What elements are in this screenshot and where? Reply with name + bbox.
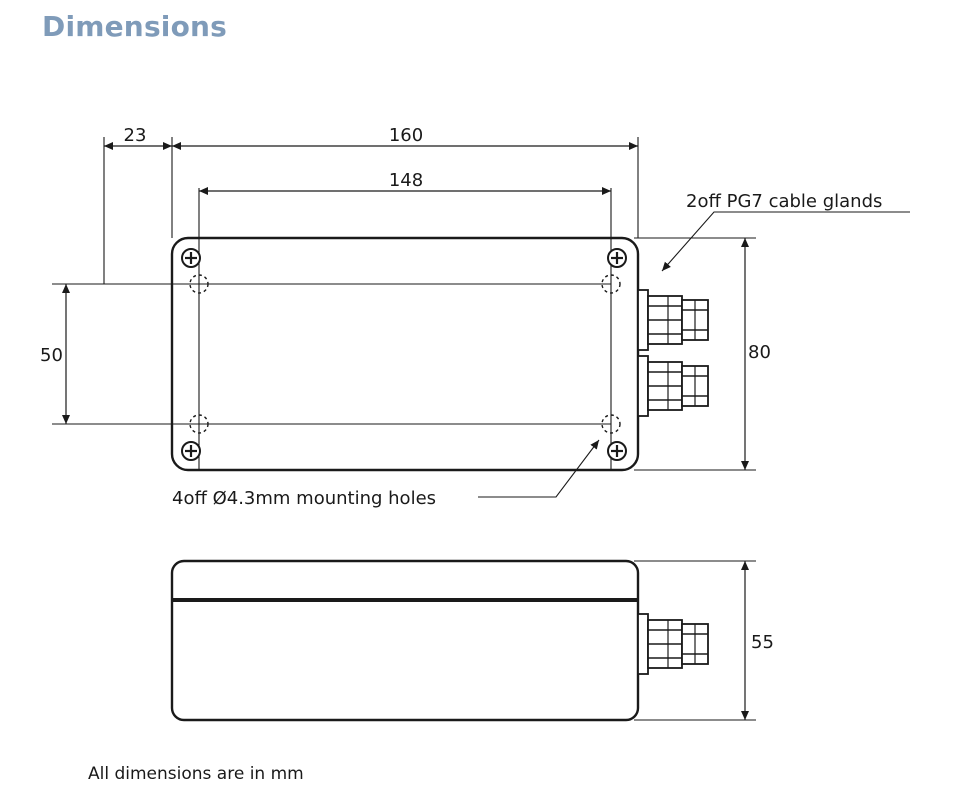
page-title: Dimensions	[42, 10, 228, 43]
cable-gland-side-icon	[637, 613, 709, 675]
units-footnote: All dimensions are in mm	[88, 764, 304, 784]
dim-label-80: 80	[748, 342, 771, 363]
enclosure-side-view	[170, 559, 640, 722]
hole-centre-lines	[52, 188, 612, 470]
dim-label-148: 148	[389, 170, 423, 191]
leader-cable-glands	[661, 211, 910, 272]
callout-mounting-holes: 4off Ø4.3mm mounting holes	[172, 488, 436, 509]
cable-gland-icon	[637, 289, 709, 417]
dim-label-55: 55	[751, 632, 774, 653]
mounting-hole-icon	[189, 274, 621, 434]
leader-mounting-holes	[478, 439, 600, 498]
dim-label-23: 23	[124, 125, 147, 146]
enclosure-top-view	[170, 236, 640, 472]
extension-lines-side	[634, 560, 756, 721]
extension-lines	[103, 137, 756, 471]
dim-label-160: 160	[389, 125, 423, 146]
callout-cable-glands: 2off PG7 cable glands	[686, 191, 882, 212]
dim-label-50: 50	[40, 345, 63, 366]
